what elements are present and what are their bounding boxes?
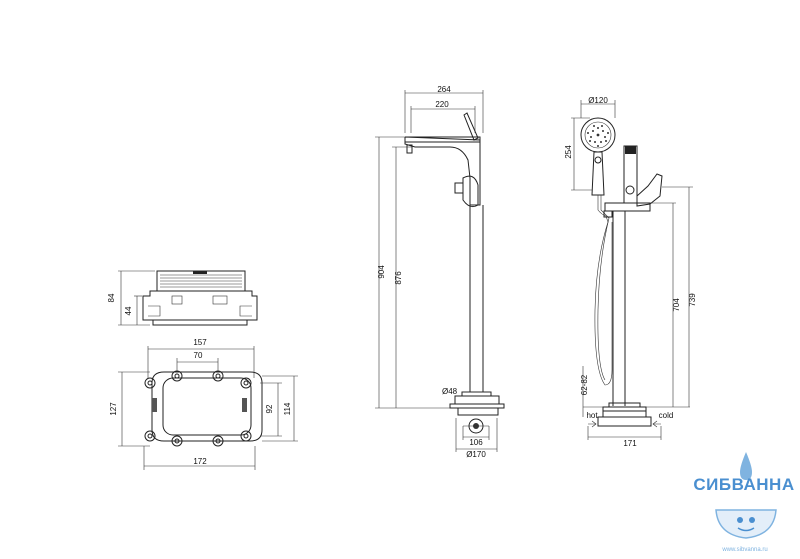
brand-site: www.sibvanna.ru xyxy=(721,547,767,553)
dim-side-height-inner: 704 xyxy=(672,298,681,312)
dim-plate-height-right: 114 xyxy=(283,402,292,415)
dim-plate-width-outer: 157 xyxy=(193,338,207,347)
dim-spout-height: 876 xyxy=(394,271,403,285)
label-cold: cold xyxy=(659,411,674,420)
dim-base-height: 84 xyxy=(107,293,116,302)
base-side-view: 84 44 xyxy=(107,270,258,326)
water-drop-icon xyxy=(740,452,752,480)
dim-inlet-range: 62-82 xyxy=(580,374,589,395)
dim-spout-reach-inner: 220 xyxy=(435,100,449,109)
dim-handshower-diameter: Ø120 xyxy=(588,96,608,105)
dim-base-inner-height: 44 xyxy=(124,306,133,315)
dim-side-height-outer: 739 xyxy=(688,293,697,307)
faucet-side-view: hot cold Ø120 254 704 739 62-82 171 xyxy=(564,96,697,448)
dim-handshower-length: 254 xyxy=(564,145,573,159)
dim-plate-width-inner: 70 xyxy=(194,351,203,360)
dim-column-diameter: Ø48 xyxy=(442,387,458,396)
dim-inlet-spacing: 171 xyxy=(623,439,637,448)
brand-watermark: СИБВАННА www.sibvanna.ru xyxy=(693,452,794,553)
dim-base-diameter-inner: 106 xyxy=(469,438,483,447)
bathtub-icon xyxy=(715,509,777,539)
dim-total-height: 904 xyxy=(377,265,386,279)
label-hot: hot xyxy=(586,411,598,420)
dim-spout-reach-outer: 264 xyxy=(437,85,451,94)
dim-base-diameter-outer: Ø170 xyxy=(466,450,486,459)
dim-plate-height-inner: 92 xyxy=(265,404,274,413)
faucet-front-view: 264 220 904 876 Ø48 106 Ø170 xyxy=(375,85,505,459)
brand-name: СИБВАННА xyxy=(693,475,794,494)
dim-plate-height-left: 127 xyxy=(109,402,118,416)
dim-plate-total-width: 172 xyxy=(193,457,207,466)
mounting-plate-top-view: 157 70 172 127 92 114 xyxy=(109,338,298,470)
